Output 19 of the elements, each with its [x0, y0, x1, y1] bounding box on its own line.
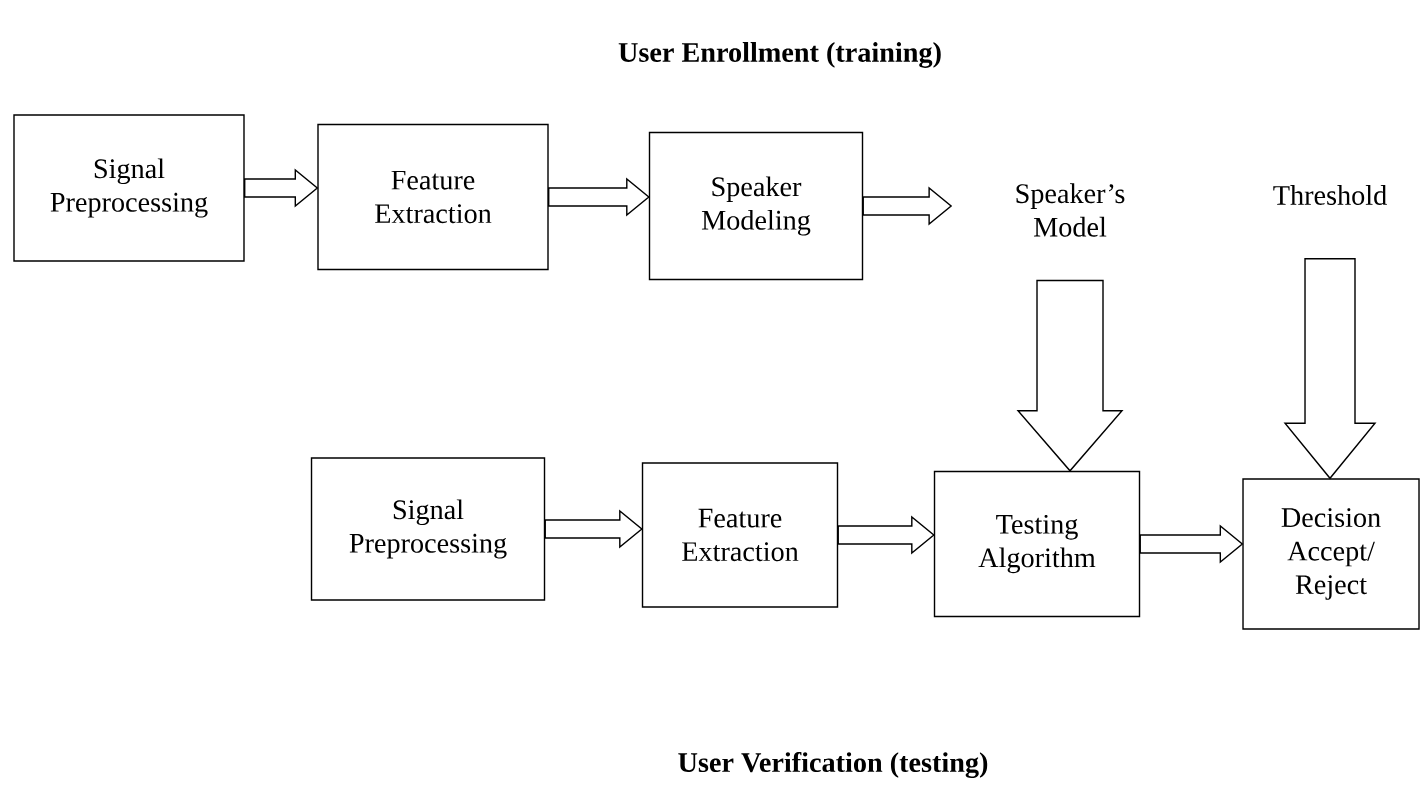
block-arrow [1016, 279, 1124, 472]
block-arrow [862, 186, 953, 226]
block-arrow [244, 168, 319, 208]
process-box: Speaker Modeling [648, 131, 864, 281]
process-box: Decision Accept/ Reject [1242, 478, 1420, 630]
block-arrow [1283, 258, 1377, 480]
block-arrow [837, 515, 935, 555]
process-box: Feature Extraction [641, 462, 839, 608]
process-box: Testing Algorithm [933, 470, 1141, 618]
heading: User Verification (testing) [678, 751, 988, 779]
process-box: Feature Extraction [317, 123, 549, 271]
process-box: Signal Preprocessing [310, 457, 546, 601]
output-label: Speaker’s Model [1016, 183, 1125, 237]
block-arrow [548, 177, 650, 217]
heading: User Enrollment (training) [618, 42, 941, 68]
block-arrow [1139, 524, 1244, 564]
output-label: Threshold [1273, 185, 1387, 205]
block-arrow [544, 509, 643, 549]
process-box: Signal Preprocessing [13, 114, 245, 262]
